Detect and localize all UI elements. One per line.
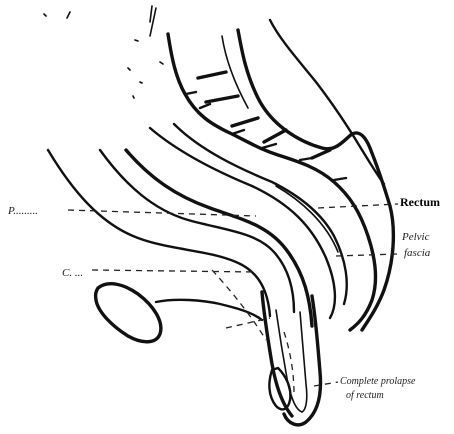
- label-pelvic-fascia-line2: fascia: [404, 247, 431, 259]
- perineal-loop: [156, 300, 262, 320]
- prolapse-inner-right: [300, 312, 307, 412]
- prolapse-outer-left: [262, 292, 292, 416]
- scan-artifacts: [44, 6, 163, 98]
- label-peritoneum: P.........: [7, 205, 38, 217]
- label-pelvic-fascia-line1: Pelvic: [401, 231, 430, 243]
- leader-cul-de-sac: [92, 270, 256, 272]
- internal-dash-2: [226, 318, 270, 328]
- anterior-curve-inner: [126, 150, 312, 326]
- label-rectum: Rectum: [400, 195, 440, 209]
- label-prolapse-line2: of rectum: [346, 390, 384, 401]
- artifact-mark: [150, 6, 156, 36]
- leader-rectum: [318, 204, 398, 208]
- label-prolapse-line1: Complete prolapse: [340, 376, 416, 387]
- label-cul-de-sac: C. ...: [62, 267, 83, 279]
- pelvic-fascia-layer-2: [174, 124, 347, 304]
- pubic-bone: [96, 284, 161, 342]
- leader-pelvic-fascia: [336, 254, 398, 256]
- leader-prolapse: [314, 382, 338, 386]
- pelvic-fascia-layer-3: [276, 186, 338, 252]
- artifact-specks: [44, 12, 163, 98]
